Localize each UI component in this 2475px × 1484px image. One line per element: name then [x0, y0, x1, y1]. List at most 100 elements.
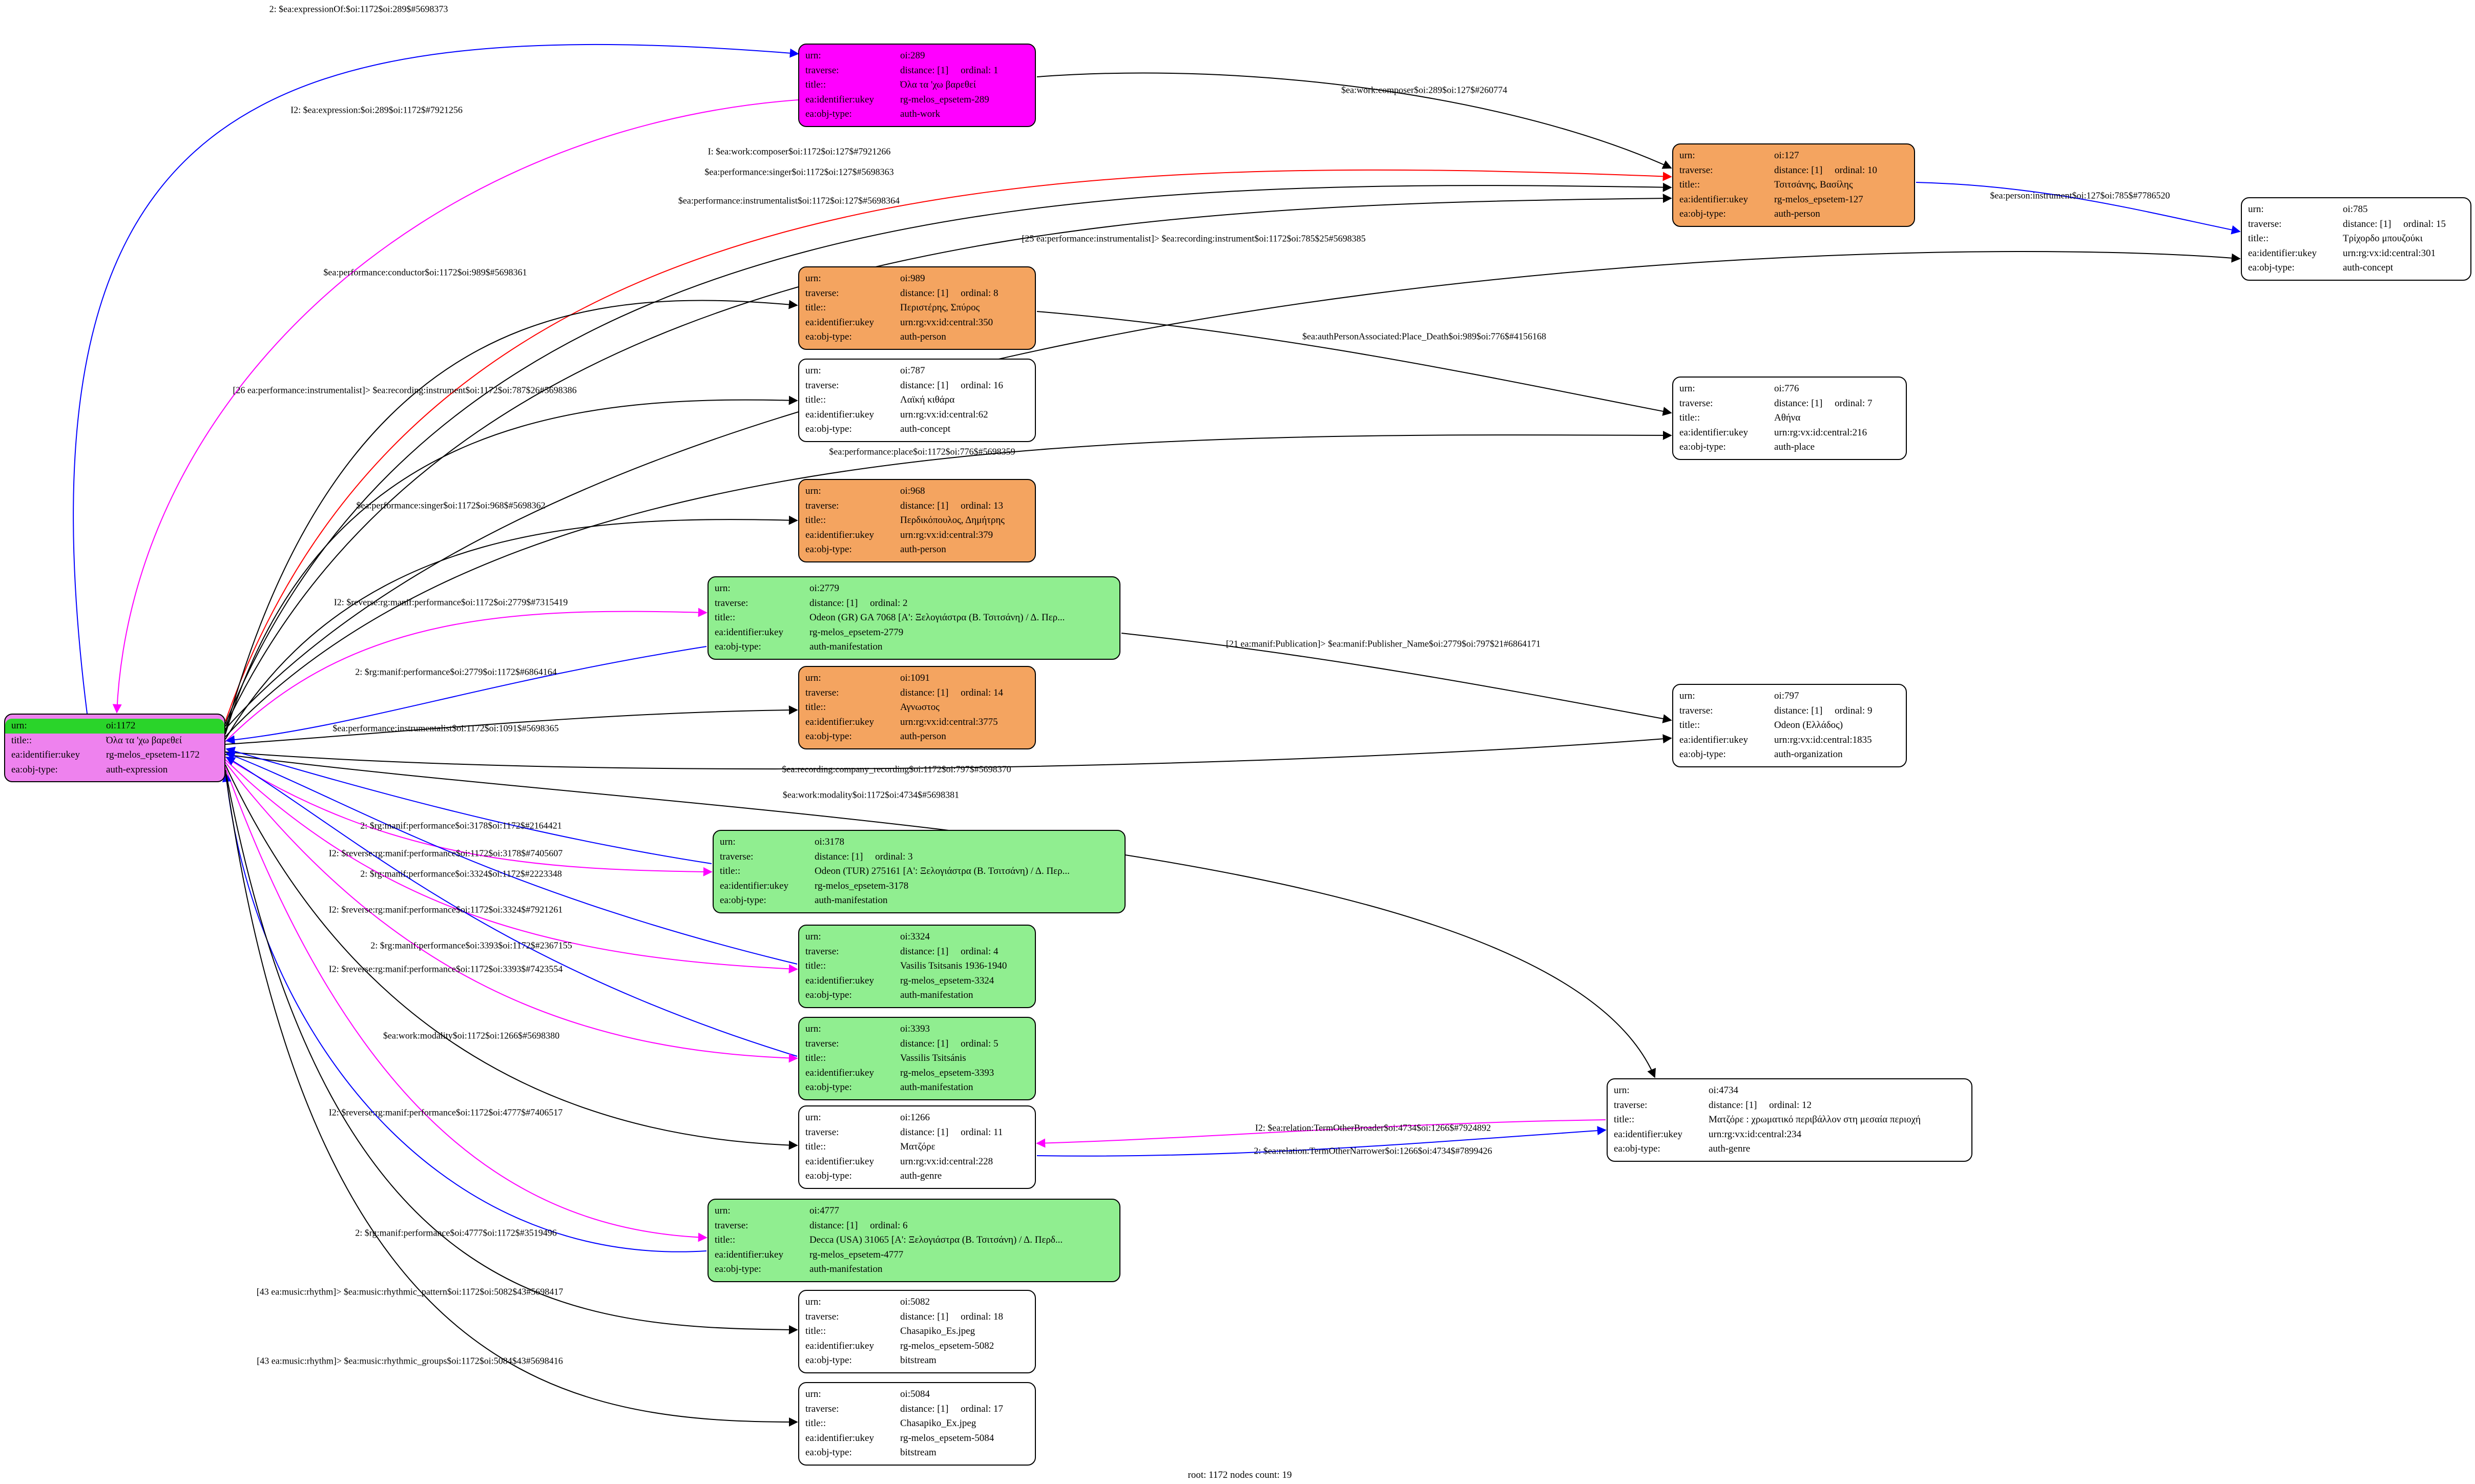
field-value: oi:797 [1774, 691, 1799, 701]
field-value: oi:4734 [1709, 1085, 1739, 1096]
field-key: ea:identifier:ukey [805, 529, 874, 540]
field-value: oi:2779 [809, 583, 840, 594]
field-key: ea:identifier:ukey [11, 749, 80, 760]
field-value: urn:rg:vx:id:central:62 [900, 409, 988, 420]
field-value: auth-manifestation [900, 1082, 973, 1093]
field-key: ea:identifier:ukey [805, 1067, 874, 1078]
node-field-row: urn:oi:3324 [805, 930, 1029, 945]
field-value: Odeon (TUR) 275161 [Α': Ξελογιάστρα (Β. … [815, 866, 1070, 876]
field-key: ea:obj-type: [805, 544, 852, 555]
node-field-row: urn:oi:1091 [805, 671, 1029, 686]
field-key: ea:identifier:ukey [805, 94, 874, 105]
field-key: title:: [805, 302, 826, 313]
field-value: oi:3324 [900, 931, 930, 942]
node-field-row: ea:obj-type:auth-work [805, 107, 1029, 122]
node-field-row: title::Τρίχορδο μπουζούκι [2248, 232, 2464, 246]
field-value: Τρίχορδο μπουζούκι [2343, 233, 2423, 244]
field-value: Vasilis Tsitsanis 1936-1940 [900, 960, 1007, 971]
field-value: auth-concept [2343, 262, 2394, 273]
node-field-row: ea:obj-type:bitstream [805, 1446, 1029, 1460]
node-field-row: ea:obj-type:auth-manifestation [715, 640, 1113, 655]
node-field-row: traverse:distance: [1] ordinal: 6 [715, 1219, 1113, 1234]
node-field-row: urn:oi:127 [1679, 149, 1908, 163]
field-key: ea:obj-type: [805, 1171, 852, 1181]
field-value: oi:127 [1774, 150, 1799, 161]
field-key: traverse: [805, 1311, 839, 1322]
field-value: oi:787 [900, 365, 925, 376]
edge-label: 2: $rg:manif:performance$oi:3324$oi:1172… [360, 868, 562, 879]
field-value: oi:1172 [106, 720, 136, 731]
field-value: Τσιτσάνης, Βασίλης [1774, 179, 1853, 190]
node-field-row: ea:obj-type:auth-concept [2248, 261, 2464, 276]
edge-label: [25 ea:performance:instrumentalist]> $ea… [1022, 233, 1366, 244]
edge-label: I: $ea:work:composer$oi:1172$oi:127$#792… [708, 146, 891, 157]
field-value: Ματζόρε : χρωματικό περιβάλλον στη μεσαί… [1709, 1114, 1921, 1125]
field-value: Decca (USA) 31065 [Α': Ξελογιάστρα (Β. Τ… [809, 1235, 1063, 1245]
field-value: auth-organization [1774, 749, 1843, 760]
edge-line [1121, 633, 1672, 723]
field-value: oi:289 [900, 50, 925, 61]
node-field-row: title::Vasilis Tsitsanis 1936-1940 [805, 959, 1029, 974]
edge-label: $ea:work:modality$oi:1172$oi:1266$#56983… [383, 1030, 560, 1041]
node-field-row: ea:obj-type:auth-place [1679, 440, 1900, 455]
field-key: ea:identifier:ukey [805, 1432, 874, 1444]
field-value: distance: [1] ordinal: 7 [1774, 398, 1873, 409]
edge-label: $ea:authPersonAssociated:Place_Death$oi:… [1302, 331, 1546, 342]
field-key: traverse: [805, 687, 839, 698]
field-key: ea:identifier:ukey [1679, 427, 1748, 438]
edge-line [1036, 1126, 1607, 1157]
field-key: traverse: [1614, 1099, 1648, 1111]
field-key: title:: [1679, 179, 1700, 190]
field-key: traverse: [805, 1403, 839, 1414]
field-key: ea:obj-type: [805, 990, 852, 1000]
field-value: oi:3178 [815, 837, 845, 847]
field-key: ea:obj-type: [805, 1082, 852, 1093]
field-value: auth-person [900, 331, 946, 342]
field-value: rg-melos_epsetem-3178 [815, 880, 909, 891]
edge-label: $ea:performance:singer$oi:1172$oi:127$#5… [704, 166, 894, 177]
field-key: ea:obj-type: [1614, 1143, 1660, 1154]
field-key: ea:obj-type: [805, 1447, 852, 1458]
field-value: distance: [1] ordinal: 13 [900, 500, 1004, 511]
edge-line [225, 757, 713, 876]
field-key: ea:obj-type: [1679, 442, 1726, 452]
field-value: distance: [1] ordinal: 4 [900, 946, 999, 957]
node-field-row: ea:obj-type: auth-manifestation [805, 1080, 1029, 1095]
edge-label: I2: $reverse:rg:manif:performance$oi:117… [328, 904, 563, 915]
field-value: bitstream [900, 1355, 937, 1366]
edge-line [225, 251, 2241, 729]
field-value: Όλα τα 'χω βαρεθεί [106, 735, 182, 746]
field-key: ea:obj-type: [720, 895, 766, 906]
field-value: oi:4777 [809, 1205, 840, 1216]
edge-label: $ea:performance:instrumentalist$oi:1172$… [332, 723, 559, 734]
node-field-row: title::Odeon (TUR) 275161 [Α': Ξελογιάστ… [720, 864, 1118, 879]
edge-label: I2: $reverse:rg:manif:performance$oi:117… [334, 597, 568, 608]
field-value: oi:785 [2343, 204, 2368, 215]
node-field-row: ea:obj-type:auth-expression [11, 763, 218, 778]
node-field-row: ea:obj-type:auth-organization [1679, 747, 1900, 762]
field-value: auth-concept [900, 424, 951, 434]
node-field-row: title::Decca (USA) 31065 [Α': Ξελογιάστρ… [715, 1233, 1113, 1248]
